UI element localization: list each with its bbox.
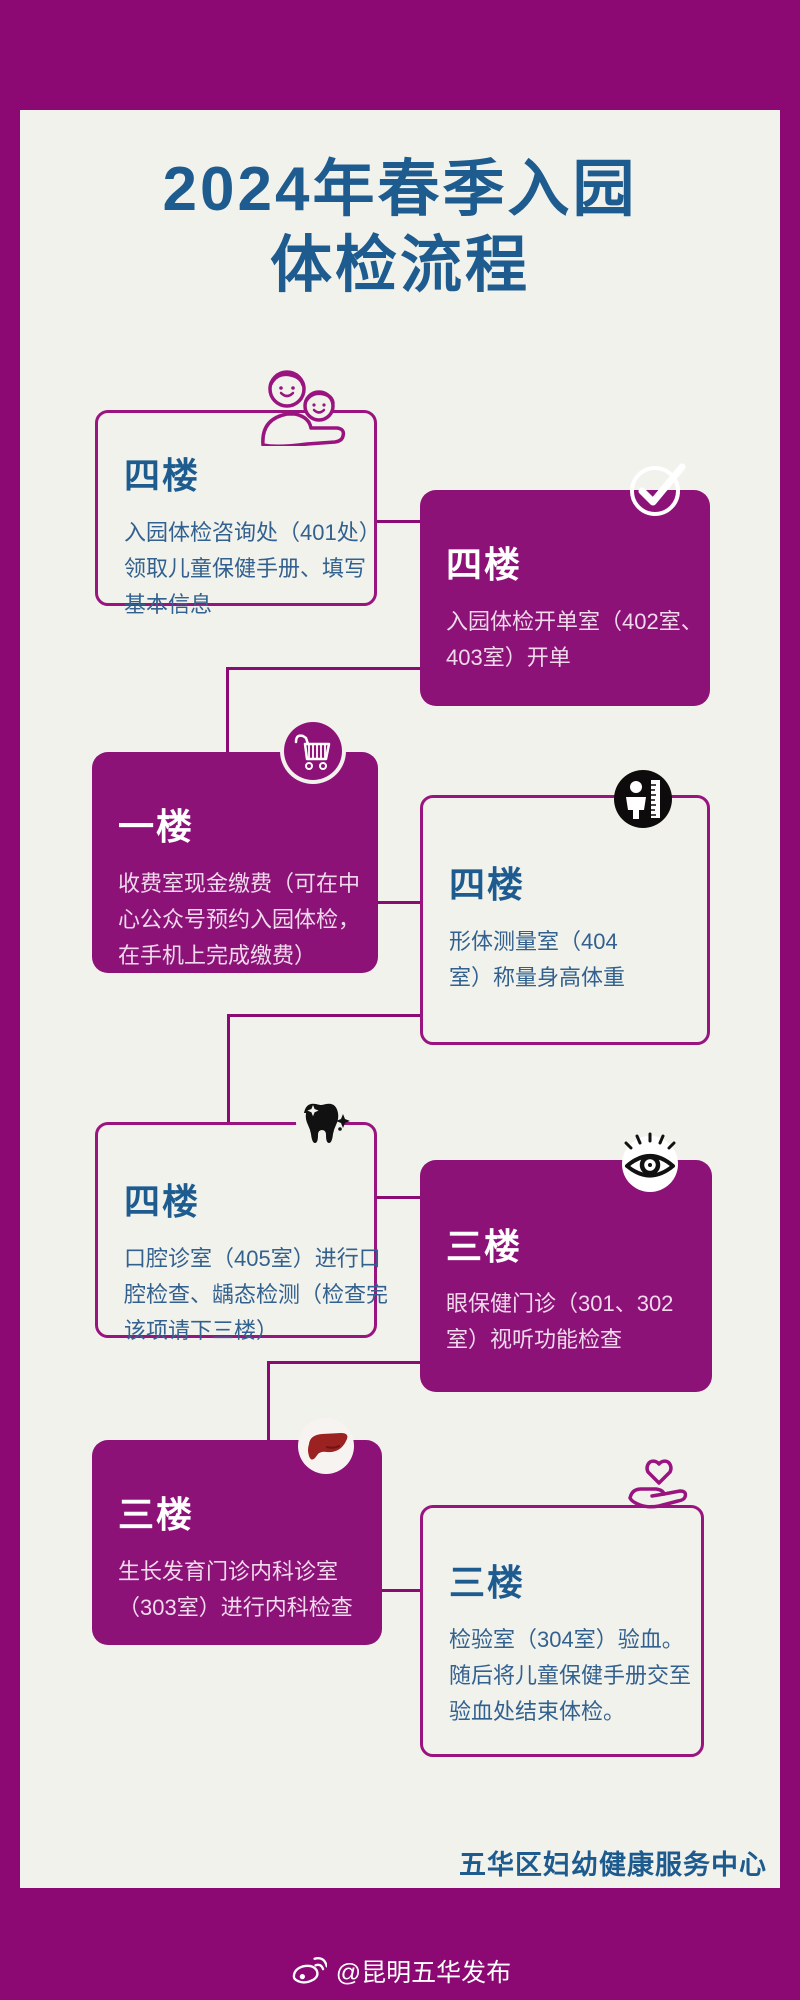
step-card-7: 三楼 生长发育门诊内科诊室 （303室）进行内科检查	[92, 1440, 382, 1645]
tooth-icon	[296, 1096, 352, 1148]
cart-icon	[279, 717, 347, 785]
body-line: 眼保健门诊（301、302	[446, 1291, 674, 1316]
check-icon	[627, 457, 689, 519]
page-title: 2024年春季入园 体检流程	[0, 152, 800, 304]
title-line-1: 2024年春季入园	[162, 155, 638, 224]
floor-label: 四楼	[124, 455, 201, 496]
body-line: 形体测量室（404	[449, 929, 618, 954]
floor-label: 四楼	[124, 1181, 201, 1222]
body-line: 心公众号预约入园体检，	[118, 907, 361, 932]
body-line: 口腔诊室（405室）进行口	[124, 1246, 381, 1271]
body-line: 随后将儿童保健手册交至	[449, 1663, 692, 1688]
body-line: 入园体检咨询处（401处）	[124, 520, 381, 545]
floor-label: 四楼	[449, 864, 526, 905]
parents-child-icon	[256, 366, 350, 449]
body-line: 403室）开单	[446, 645, 571, 670]
connector-line	[377, 520, 422, 523]
body-line: 在手机上完成缴费）	[118, 943, 317, 968]
heart-hand-icon	[618, 1450, 698, 1518]
body-line: 领取儿童保健手册、填写	[124, 556, 367, 581]
footer-credit: @昆明五华发布	[0, 1953, 800, 1989]
weibo-icon	[289, 1955, 328, 1987]
connector-line	[377, 901, 422, 904]
connector-line	[267, 1361, 270, 1442]
connector-line	[227, 1014, 422, 1017]
step-card-2: 四楼 入园体检开单室（402室、 403室）开单	[420, 490, 710, 706]
connector-line	[267, 1361, 422, 1364]
step-card-5: 四楼 口腔诊室（405室）进行口 腔检查、龋态检测（检查完 该项请下三楼）	[95, 1122, 389, 1343]
step-card-3: 一楼 收费室现金缴费（可在中 心公众号预约入园体检， 在手机上完成缴费）	[92, 752, 378, 973]
organization-name: 五华区妇幼健康服务中心	[459, 1850, 767, 1880]
floor-label: 三楼	[446, 1226, 523, 1267]
body-line: 生长发育门诊内科诊室	[118, 1559, 339, 1584]
connector-line	[226, 667, 422, 670]
connector-line	[381, 1589, 422, 1592]
floor-label: 四楼	[446, 544, 523, 585]
body-line: 室）称量身高体重	[449, 965, 626, 990]
body-line: （303室）进行内科检查	[118, 1595, 353, 1620]
liver-icon	[297, 1417, 355, 1475]
body-line: 验血处结束体检。	[449, 1699, 626, 1724]
step-card-8: 三楼 检验室（304室）验血。 随后将儿童保健手册交至 验血处结束体检。	[420, 1505, 704, 1757]
floor-label: 三楼	[449, 1562, 526, 1603]
eye-icon	[616, 1126, 684, 1194]
connector-line	[226, 667, 229, 754]
floor-label: 三楼	[118, 1494, 195, 1535]
body-line: 腔检查、龋态检测（检查完	[124, 1282, 389, 1307]
body-line: 室）视听功能检查	[446, 1327, 623, 1352]
connector-line	[227, 1014, 230, 1124]
connector-line	[376, 1196, 422, 1199]
title-line-2: 体检流程	[269, 231, 530, 300]
body-line: 检验室（304室）验血。	[449, 1627, 684, 1652]
body-line: 该项请下三楼）	[124, 1318, 279, 1343]
measure-icon	[613, 769, 673, 829]
step-card-4: 四楼 形体测量室（404 室）称量身高体重	[420, 795, 710, 1045]
step-card-6: 三楼 眼保健门诊（301、302 室）视听功能检查	[420, 1160, 712, 1392]
body-line: 入园体检开单室（402室、	[446, 609, 703, 634]
body-line: 基本信息	[124, 592, 213, 617]
body-line: 收费室现金缴费（可在中	[118, 871, 361, 896]
footer-handle: @昆明五华发布	[335, 1959, 512, 1987]
floor-label: 一楼	[118, 806, 195, 847]
